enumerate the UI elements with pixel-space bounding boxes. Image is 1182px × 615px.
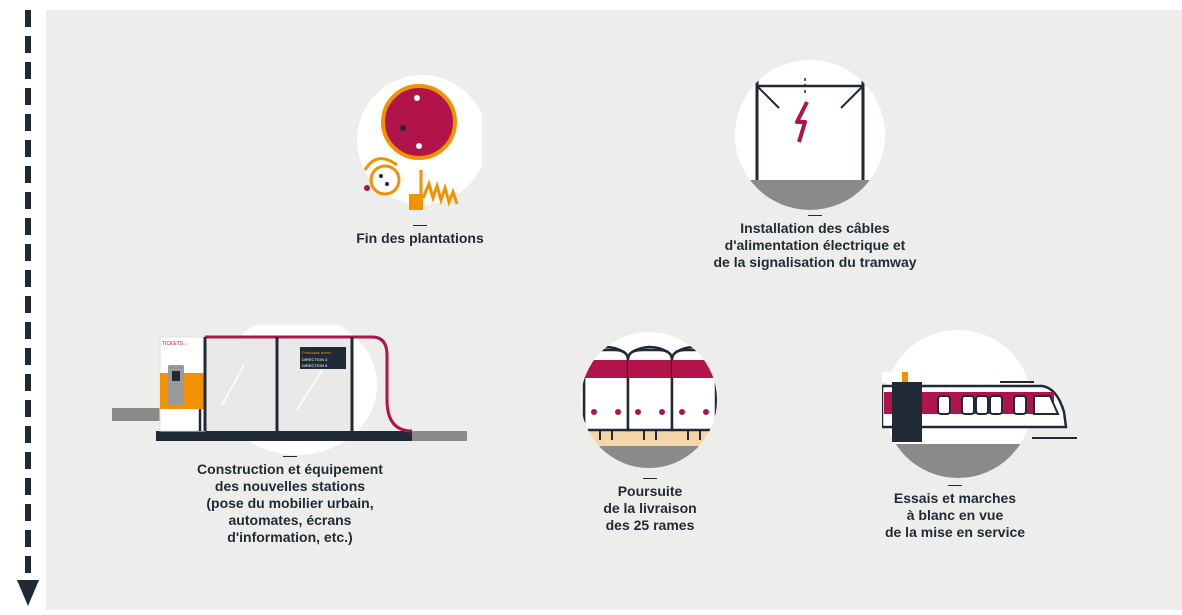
caption-line: automates, écrans	[228, 512, 352, 528]
caption-dash	[643, 478, 657, 479]
screen-row: DIRECTION 6	[302, 363, 328, 368]
tram-fleet-illustration	[574, 330, 724, 475]
caption-line: d'alimentation électrique et	[724, 237, 906, 253]
timeline-dashed-line	[17, 10, 39, 606]
power-cable-illustration	[735, 50, 885, 215]
timeline: 2025	[0, 0, 46, 610]
caption-line: Fin des plantations	[356, 230, 484, 246]
milestone-caption-plantations: Fin des plantations	[330, 225, 510, 247]
caption-line: Construction et équipement	[197, 461, 383, 477]
caption-line: de la signalisation du tramway	[713, 254, 917, 270]
screen-title: Prochains trams	[302, 350, 331, 355]
caption-dash	[413, 225, 427, 226]
caption-dash	[808, 215, 822, 216]
caption-line: Poursuite	[617, 483, 683, 499]
caption-line: d'information, etc.)	[227, 529, 353, 545]
caption-line: de la livraison	[603, 500, 697, 516]
ticket-label: TICKETS ↓	[162, 341, 187, 347]
timeline-arrow-icon	[17, 580, 39, 606]
screen-row: DIRECTION 3	[302, 357, 328, 362]
caption-dash	[948, 485, 962, 486]
milestone-caption-essais: Essais et marches à blanc en vue de la m…	[855, 485, 1055, 541]
caption-line: des nouvelles stations	[214, 478, 366, 494]
milestones-panel	[46, 10, 1182, 610]
caption-dash	[283, 456, 297, 457]
caption-line: (pose du mobilier urbain,	[206, 495, 374, 511]
plantation-illustration	[357, 70, 487, 215]
milestone-caption-stations: Construction et équipement des nouvelles…	[170, 456, 410, 546]
station-illustration: TICKETS ↓ Prochains trams DIRECTION 3 DI…	[112, 315, 472, 460]
caption-line: Installation des câbles	[740, 220, 890, 236]
caption-line: Essais et marches	[893, 490, 1017, 506]
caption-line: à blanc en vue	[906, 507, 1004, 523]
caption-line: des 25 rames	[605, 517, 695, 533]
caption-line: de la mise en service	[884, 524, 1026, 540]
milestone-caption-rames: Poursuite de la livraison des 25 rames	[580, 478, 720, 534]
tram-test-illustration	[880, 322, 1092, 492]
milestone-caption-cables: Installation des câbles d'alimentation é…	[680, 215, 950, 271]
